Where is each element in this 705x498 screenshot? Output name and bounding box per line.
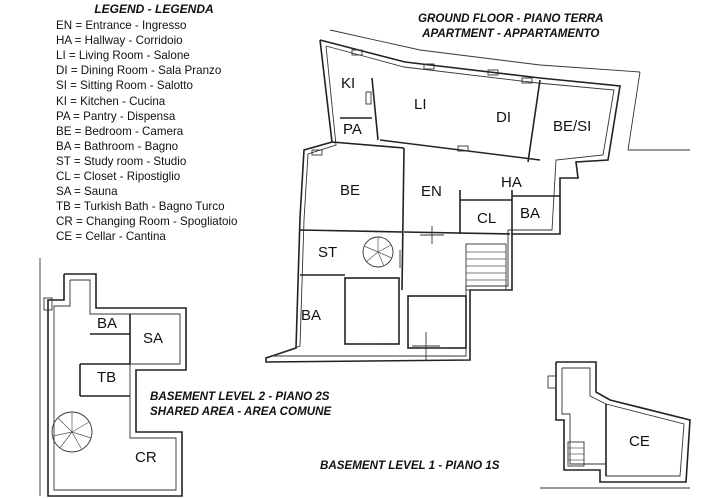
- ground-floor-site-line: [329, 29, 641, 73]
- legend-item-cr: CR = Changing Room - Spogliatoio: [56, 215, 238, 229]
- room-label-b2-cr: CR: [135, 449, 157, 466]
- wall-be-en: [401, 147, 405, 291]
- room-label-ba-left: BA: [301, 307, 321, 324]
- legend-item-li: LI = Living Room - Salone: [56, 49, 190, 63]
- legend-item-ha: HA = Hallway - Corridoio: [56, 34, 183, 48]
- legend-item-di: DI = Dining Room - Sala Pranzo: [56, 64, 222, 78]
- ground-floor-windows: [311, 49, 533, 156]
- wall-en-stairs: [403, 231, 511, 235]
- legend-item-ba: BA = Bathroom - Bagno: [56, 139, 179, 153]
- basement2-outer-wall: [47, 273, 187, 497]
- ground-floor-stairs: [465, 243, 507, 291]
- room-label-b2-tb: TB: [97, 369, 116, 386]
- lower-room-1: [344, 277, 400, 345]
- legend-item-sa: SA = Sauna: [56, 185, 118, 199]
- room-label-be-si: BE/SI: [553, 118, 591, 135]
- basement2-heading-line1: BASEMENT LEVEL 2 - PIANO 2S: [150, 390, 330, 403]
- room-label-ha: HA: [501, 174, 522, 191]
- basement1-stairs: [567, 441, 585, 467]
- legend-item-ki: KI = Kitchen - Cucina: [56, 94, 166, 108]
- wall-li-en: [379, 139, 541, 161]
- basement1-heading: BASEMENT LEVEL 1 - PIANO 1S: [320, 459, 500, 472]
- legend-item-ce: CE = Cellar - Cantina: [56, 230, 166, 244]
- ground-floor-heading-line2: APARTMENT - APPARTAMENTO: [422, 27, 600, 40]
- basement2-heading-line2: SHARED AREA - AREA COMUNE: [150, 405, 332, 418]
- legend-item-tb: TB = Turkish Bath - Bagno Turco: [56, 200, 225, 214]
- room-label-li: LI: [414, 96, 427, 113]
- basement2-plan: BA SA TB CR: [39, 258, 187, 497]
- room-label-be: BE: [340, 182, 360, 199]
- ground-floor-outer-wall: [265, 39, 621, 363]
- legend-item-pa: PA = Pantry - Dispensa: [56, 109, 176, 123]
- legend-item-en: EN = Entrance - Ingresso: [56, 19, 187, 33]
- site-line-right: [627, 71, 641, 151]
- legend-title: LEGEND - LEGENDA: [94, 2, 214, 16]
- lower-room-2: [407, 295, 467, 349]
- basement2-outer-wall-inner: [53, 279, 181, 491]
- room-label-b2-ba: BA: [97, 315, 117, 332]
- legend-item-si: SI = Sitting Room - Salotto: [56, 79, 193, 93]
- ground-floor-outer-wall-inner: [271, 45, 615, 357]
- ground-floor-heading: GROUND FLOOR - PIANO TERRA APARTMENT - A…: [418, 11, 604, 41]
- legend: LEGEND - LEGENDA EN = Entrance - Ingress…: [56, 2, 296, 245]
- ground-floor-heading-line1: GROUND FLOOR - PIANO TERRA: [418, 12, 604, 25]
- basement1-outer-wall: [555, 361, 691, 483]
- basement2-window: [43, 297, 53, 311]
- room-label-di: DI: [496, 109, 511, 126]
- room-label-pa: PA: [343, 121, 362, 138]
- room-label-b2-sa: SA: [143, 330, 163, 347]
- room-label-ba-right: BA: [520, 205, 540, 222]
- basement1-outer-wall-inner: [561, 367, 685, 477]
- room-label-ki: KI: [341, 75, 355, 92]
- basement1-plan: CE: [540, 361, 691, 489]
- room-label-b1-ce: CE: [629, 433, 650, 450]
- wall-pa-be: [331, 141, 405, 149]
- room-label-en: EN: [421, 183, 442, 200]
- basement1-window: [547, 375, 557, 389]
- legend-item-be: BE = Bedroom - Camera: [56, 124, 184, 138]
- ground-floor-plan: KI LI DI BE/SI PA BE EN HA CL BA ST BA: [265, 29, 690, 363]
- basement2-heading: BASEMENT LEVEL 2 - PIANO 2S SHARED AREA …: [150, 389, 331, 419]
- room-label-cl: CL: [477, 210, 496, 227]
- wall-be-st: [299, 229, 403, 233]
- room-label-st: ST: [318, 244, 337, 261]
- legend-item-cl: CL = Closet - Ripostiglio: [56, 170, 181, 184]
- wall-di-besi: [527, 79, 541, 163]
- wall-ki-li: [371, 77, 379, 141]
- legend-item-st: ST = Study room - Studio: [56, 154, 187, 168]
- basement2-spiral-stair: [51, 411, 93, 453]
- ground-floor-spiral-stair: [362, 236, 394, 268]
